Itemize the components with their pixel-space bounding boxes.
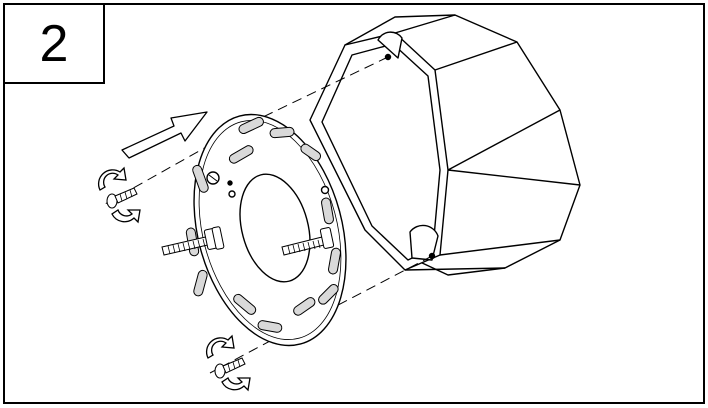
mounting-plate (185, 113, 347, 347)
step-number-box: 2 (5, 5, 105, 84)
mounting-screw-bottom (214, 357, 246, 379)
threaded-stud-right (281, 227, 335, 256)
step-number: 2 (39, 14, 69, 73)
figure-frame (3, 3, 705, 404)
threaded-stud-left (161, 226, 225, 256)
rotation-arrow-icon (97, 166, 141, 224)
octagonal-junction-box (309, 14, 581, 276)
direction-arrow-icon (121, 111, 208, 159)
rotation-arrow-icon (205, 334, 251, 392)
mounting-screw-top (106, 187, 138, 209)
